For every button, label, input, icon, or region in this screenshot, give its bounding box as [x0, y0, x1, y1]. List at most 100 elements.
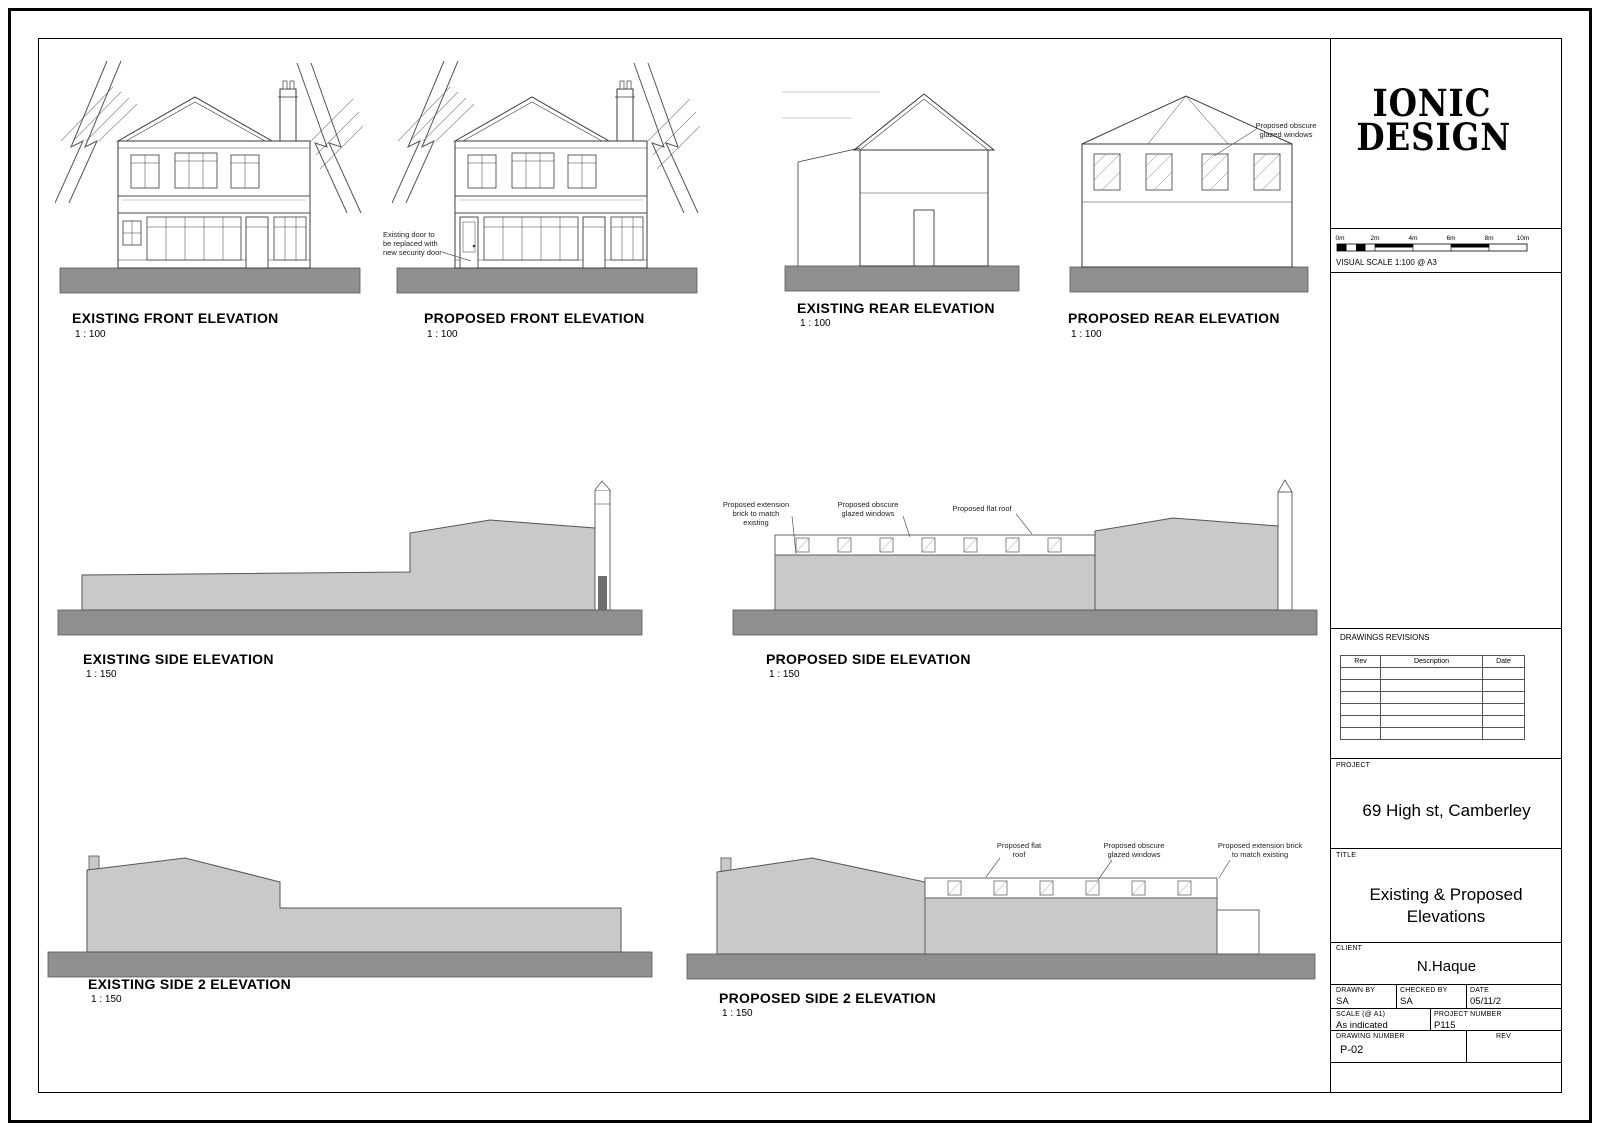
ground-bar: [47, 951, 653, 978]
titleblock-grid-line: [1396, 984, 1397, 1008]
break-lines-left: [392, 60, 459, 204]
revisions-header-description: Description: [1380, 655, 1483, 668]
date-label: DATE: [1470, 987, 1489, 994]
neighbor-roof-hatch-left: [60, 86, 138, 142]
scale-tick-2: 4m: [1408, 235, 1417, 242]
existing-rear-annex: [1216, 909, 1260, 955]
break-lines-right: [633, 62, 699, 214]
revision-cell: [1482, 679, 1525, 692]
drawn-by-value: SA: [1336, 996, 1349, 1007]
revision-cell: [1482, 667, 1525, 680]
annotation-rear-obscure-windows: Proposed obscure glazed windows: [1255, 121, 1317, 139]
break-lines-left: [55, 60, 122, 204]
obscure-glazed-windows: [1093, 153, 1281, 191]
annotation-side-obscure-windows: Proposed obscure glazed windows: [837, 500, 899, 518]
proposed-rear-elevation-drawing: [1069, 95, 1309, 293]
drawing-title-proposed-front: PROPOSED FRONT ELEVATION: [424, 310, 645, 326]
revision-cell: [1380, 679, 1483, 692]
drawing-scale-proposed-side2: 1 : 150: [722, 1008, 753, 1019]
roof-gable: [852, 93, 996, 151]
checked-by-value: SA: [1400, 996, 1413, 1007]
titleblock-section-line: [1330, 272, 1562, 273]
scale-value: As indicated: [1336, 1020, 1388, 1031]
date-value: 05/11/2: [1470, 996, 1501, 1007]
proposed-side-elevation-drawing: [732, 479, 1318, 636]
first-floor-windows: [130, 152, 260, 189]
new-security-door: [459, 216, 479, 269]
annotation-side2-obscure-windows: Proposed obscure glazed windows: [1103, 841, 1165, 859]
shopfront-right-window: [610, 216, 644, 261]
client-name: N.Haque: [1416, 958, 1477, 975]
drawing-scale-existing-rear: 1 : 100: [800, 318, 831, 329]
annotation-side-flat-roof: Proposed flat roof: [952, 504, 1012, 513]
shopfront-small-window: [122, 220, 142, 246]
project-name: 69 High st, Camberley: [1362, 801, 1531, 820]
sheet-title: Existing & Proposed Elevations: [1369, 885, 1523, 927]
ground-bar: [1069, 266, 1309, 293]
shopfront-glazing: [146, 216, 242, 261]
existing-side2-elevation-drawing: [47, 855, 653, 978]
scale-tick-3: 6m: [1446, 235, 1455, 242]
building-silhouette: [86, 857, 622, 953]
revision-cell: [1380, 715, 1483, 728]
drawing-scale-proposed-side: 1 : 150: [769, 669, 800, 680]
rev-label: REV: [1496, 1033, 1511, 1040]
titleblock-section-line: [1330, 628, 1562, 629]
roof-gable: [116, 96, 274, 142]
drawing-scale-proposed-front: 1 : 100: [427, 329, 458, 340]
sheet-frame: [38, 38, 1562, 1093]
drawing-scale-proposed-rear: 1 : 100: [1071, 329, 1102, 340]
scale-tick-4: 8m: [1484, 235, 1493, 242]
drawing-title-existing-side2: EXISTING SIDE 2 ELEVATION: [88, 976, 292, 992]
shop-door: [582, 216, 606, 269]
project-number-value: P115: [1434, 1020, 1456, 1031]
shopfront-glazing: [483, 216, 579, 261]
annotation-side-extension-brick: Proposed extension brick to match existi…: [722, 500, 790, 527]
titleblock-section-line: [1330, 758, 1562, 759]
proposed-front-elevation-drawing: [392, 60, 701, 294]
scale-tick-0: 0m: [1335, 235, 1344, 242]
neighbor-roof-hatch-right: [310, 98, 364, 170]
titleblock-divider: [1330, 38, 1331, 1093]
rear-door: [913, 209, 935, 267]
drawn-by-label: DRAWN BY: [1336, 987, 1376, 994]
scale-tick-5: 10m: [1517, 235, 1530, 242]
revision-cell: [1482, 727, 1525, 740]
annotation-side2-extension-brick: Proposed extension brick to match existi…: [1217, 841, 1303, 859]
ground-bar: [784, 265, 1020, 292]
existing-side-elevation-drawing: [57, 480, 643, 636]
rear-tower: [1277, 491, 1293, 611]
scale-label: SCALE (@ A1): [1336, 1011, 1386, 1018]
revisions-table: Rev Description Date: [1340, 655, 1525, 740]
neighbor-roof-hatch-left: [397, 86, 475, 142]
shop-fascia-band: [454, 195, 648, 214]
annotation-security-door: Existing door to be replaced with new se…: [383, 230, 442, 257]
shop-fascia-band: [117, 195, 311, 214]
roof-gable: [453, 96, 611, 142]
annotation-leader: [1213, 127, 1259, 157]
ionic-design-logo: IONIC DESIGN: [1356, 84, 1511, 160]
drawing-number-label: DRAWING NUMBER: [1336, 1033, 1405, 1040]
titleblock-section-line: [1330, 228, 1562, 229]
project-label: PROJECT: [1336, 762, 1371, 769]
window-hatch: [1093, 153, 1281, 191]
revisions-title: DRAWINGS REVISIONS: [1340, 633, 1430, 642]
drawing-title-existing-rear: EXISTING REAR ELEVATION: [797, 300, 995, 316]
drawing-scale-existing-side: 1 : 150: [86, 669, 117, 680]
project-number-label: PROJECT NUMBER: [1434, 1011, 1502, 1018]
ground-bar: [59, 267, 361, 294]
shop-door: [245, 216, 269, 269]
door-annotation-leader: [441, 251, 472, 262]
drawing-scale-existing-front: 1 : 100: [75, 329, 106, 340]
ground-bar: [686, 953, 1316, 980]
extension-parapet-band: [924, 877, 1218, 899]
drawing-title-proposed-side: PROPOSED SIDE ELEVATION: [766, 651, 971, 667]
neighbor-roof-hatch-right: [647, 98, 701, 170]
checked-by-label: CHECKED BY: [1400, 987, 1448, 994]
logo-line-2: DESIGN: [1356, 115, 1511, 160]
annotation-leaders: [791, 513, 1033, 555]
first-floor-windows: [467, 152, 597, 189]
ground-bar: [732, 609, 1318, 636]
extension-body: [924, 897, 1218, 955]
